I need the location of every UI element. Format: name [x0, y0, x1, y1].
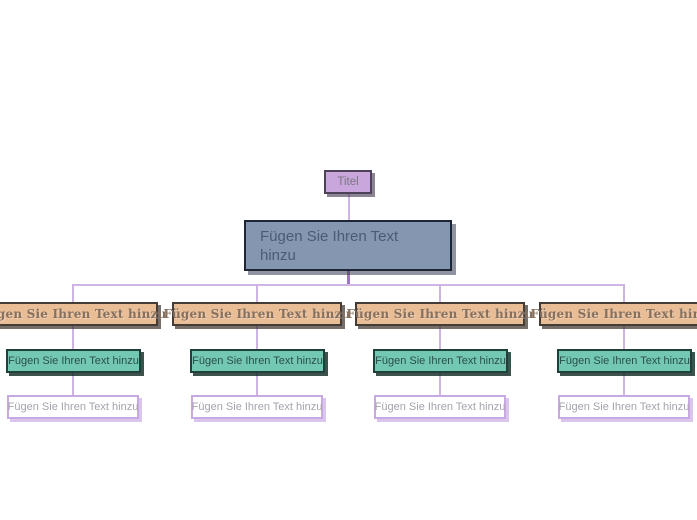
connector-subtopic-to-note — [72, 372, 74, 396]
connector-topic-to-subtopic — [72, 325, 74, 350]
branch-topic-node[interactable]: Fügen Sie Ihren Text hinzu — [0, 302, 166, 326]
branch-note-node[interactable]: Fügen Sie Ihren Text hinzu — [558, 395, 690, 419]
branch-subtopic-node[interactable]: Fügen Sie Ihren Text hinzu — [373, 349, 508, 373]
connector-topic-to-subtopic — [623, 325, 625, 350]
connector-drop-branch — [623, 284, 625, 303]
branch-topic-node[interactable]: Fügen Sie Ihren Text hinzu — [164, 302, 350, 326]
branch-note-node[interactable]: Fügen Sie Ihren Text hinzu — [191, 395, 323, 419]
branch-subtopic-node[interactable]: Fügen Sie Ihren Text hinzu — [190, 349, 325, 373]
connector-subtopic-to-note — [256, 372, 258, 396]
main-topic-node[interactable]: Fügen Sie Ihren Text hinzu — [244, 220, 452, 271]
branch-subtopic-node[interactable]: Fügen Sie Ihren Text hinzu — [6, 349, 141, 373]
connector-drop-branch — [256, 284, 258, 303]
branch-note-node[interactable]: Fügen Sie Ihren Text hinzu — [374, 395, 506, 419]
branch-subtopic-node[interactable]: Fügen Sie Ihren Text hinzu — [557, 349, 692, 373]
connector-branch-rail — [72, 284, 625, 286]
connector-subtopic-to-note — [439, 372, 441, 396]
connector-subtopic-to-note — [623, 372, 625, 396]
root-node[interactable]: Titel — [324, 170, 372, 194]
branch-note-node[interactable]: Fügen Sie Ihren Text hinzu — [7, 395, 139, 419]
connector-topic-to-subtopic — [256, 325, 258, 350]
connector-topic-to-subtopic — [439, 325, 441, 350]
branch-topic-node[interactable]: Fügen Sie Ihren Text hinzu — [347, 302, 533, 326]
branch-topic-node[interactable]: Fügen Sie Ihren Text hinzu — [531, 302, 697, 326]
connector-drop-branch — [439, 284, 441, 303]
connector-drop-branch — [72, 284, 74, 303]
connector-main-stem — [347, 271, 350, 285]
connector-root-to-main — [348, 194, 350, 221]
